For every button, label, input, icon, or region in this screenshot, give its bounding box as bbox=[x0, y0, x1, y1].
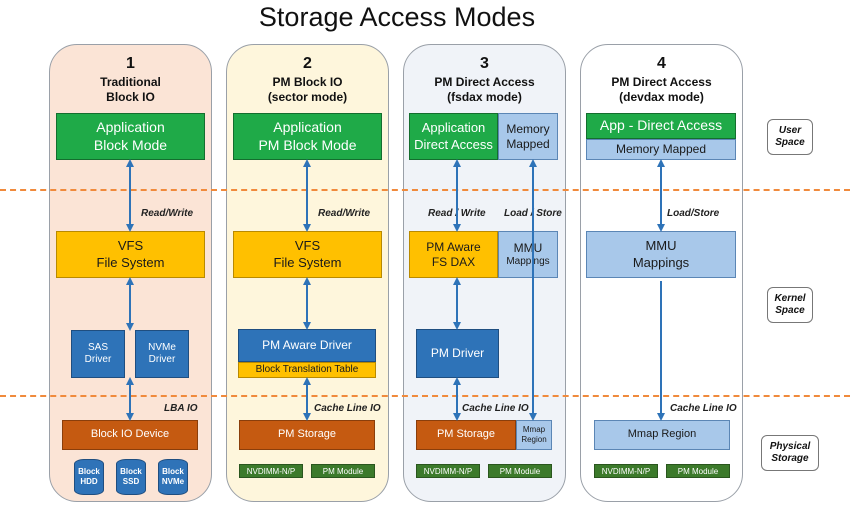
box-line: Application bbox=[421, 120, 486, 136]
box-line: FS DAX bbox=[431, 254, 476, 269]
mmap-region-box: Mmap Region bbox=[594, 420, 730, 450]
box-line: PM Aware bbox=[426, 239, 481, 254]
mmap-region-box: Mmap Region bbox=[516, 420, 552, 450]
column-subtitle-line1: Traditional bbox=[100, 75, 161, 89]
box-line: VFS bbox=[294, 238, 321, 254]
mmu-mappings-box: MMU Mappings bbox=[586, 231, 736, 278]
box-line: PM Storage bbox=[277, 428, 337, 441]
load-store-label: Load/Store bbox=[667, 208, 720, 219]
column-subtitle-line2: (sector mode) bbox=[267, 90, 348, 104]
side-line: Space bbox=[775, 137, 805, 148]
box-line: App - Direct Access bbox=[599, 117, 723, 134]
box-line: PM Aware Driver bbox=[262, 338, 352, 352]
column-subtitle-line2: (fsdax mode) bbox=[447, 90, 522, 104]
side-line: Kernel bbox=[774, 292, 806, 304]
memory-mapped-box: Memory Mapped bbox=[498, 113, 558, 160]
vfs-file-system-box: VFS File System bbox=[56, 231, 205, 278]
box-line: Application bbox=[96, 119, 165, 135]
box-line: Block Mode bbox=[93, 136, 168, 153]
mmu-mappings-box: MMU Mappings bbox=[498, 231, 558, 278]
column-number: 1 bbox=[126, 55, 135, 72]
column-number: 4 bbox=[657, 55, 666, 72]
box-line: PM Driver bbox=[430, 346, 485, 360]
user-kernel-divider bbox=[0, 189, 850, 191]
application-pm-block-mode-box: Application PM Block Mode bbox=[233, 113, 382, 160]
column-subtitle-line2: (devdax mode) bbox=[619, 90, 704, 104]
pm-module-chip: PM Module bbox=[488, 464, 552, 478]
box-line: MMU bbox=[645, 238, 677, 254]
box-line: PM Block Mode bbox=[258, 136, 357, 153]
box-line: NVMe bbox=[148, 341, 176, 353]
side-line: User bbox=[778, 124, 802, 136]
box-line: PM Storage bbox=[436, 428, 496, 441]
pm-module-chip: PM Module bbox=[666, 464, 730, 478]
box-line: Memory bbox=[506, 121, 550, 136]
box-line: Driver bbox=[148, 354, 176, 365]
column-subtitle-line1: PM Direct Access bbox=[434, 75, 535, 89]
diagram-title: Storage Access Modes bbox=[258, 2, 536, 32]
cyl-line: Block bbox=[120, 467, 142, 477]
kernel-physical-divider bbox=[0, 395, 850, 397]
box-line: Mmap Region bbox=[627, 428, 697, 441]
nvdimm-chip: NVDIMM-N/P bbox=[239, 464, 303, 478]
box-line: VFS bbox=[117, 238, 144, 254]
box-line: File System bbox=[273, 254, 342, 270]
column-subtitle-line1: PM Block IO bbox=[272, 75, 343, 89]
box-line: Mappings bbox=[506, 255, 550, 267]
cyl-line: Block bbox=[78, 467, 100, 477]
column-subtitle-line2: Block IO bbox=[106, 90, 155, 104]
cyl-line: HDD bbox=[80, 477, 98, 486]
cyl-line: SSD bbox=[122, 477, 140, 486]
column-number: 2 bbox=[303, 55, 312, 72]
side-line: Space bbox=[775, 305, 805, 316]
pm-storage-box: PM Storage bbox=[239, 420, 375, 450]
pm-storage-box: PM Storage bbox=[416, 420, 516, 450]
memory-mapped-box: Memory Mapped bbox=[586, 139, 736, 160]
cyl-line: NVMe bbox=[161, 477, 185, 486]
app-direct-access-box: App - Direct Access bbox=[586, 113, 736, 139]
cache-line-io-label: Cache Line IO bbox=[670, 403, 737, 414]
box-line: Mmap bbox=[522, 425, 546, 434]
box-line: Application bbox=[273, 119, 342, 135]
box-line: Mappings bbox=[632, 254, 690, 270]
nvdimm-chip: NVDIMM-N/P bbox=[594, 464, 658, 478]
read-write-label: Read/Write bbox=[318, 208, 371, 219]
box-line: File System bbox=[96, 254, 165, 270]
box-line: SAS bbox=[87, 341, 108, 353]
side-line: Physical bbox=[769, 440, 811, 452]
pm-module-chip: PM Module bbox=[311, 464, 375, 478]
read-write-label: Read/Write bbox=[141, 208, 194, 219]
box-line: Block IO Device bbox=[90, 428, 170, 441]
box-line: Direct Access bbox=[414, 136, 493, 152]
box-line: Region bbox=[521, 435, 547, 444]
cache-line-io-label: Cache Line IO bbox=[314, 403, 381, 414]
lba-io-label: LBA IO bbox=[164, 403, 198, 414]
side-line: Storage bbox=[771, 453, 809, 464]
application-block-mode-box: Application Block Mode bbox=[56, 113, 205, 160]
box-line: Driver bbox=[84, 354, 112, 365]
column-number: 3 bbox=[480, 55, 489, 72]
box-line: Mapped bbox=[506, 136, 550, 151]
column-subtitle-line1: PM Direct Access bbox=[611, 75, 712, 89]
box-line: Memory Mapped bbox=[615, 142, 707, 156]
nvdimm-chip: NVDIMM-N/P bbox=[416, 464, 480, 478]
sas-driver-box: SAS Driver bbox=[71, 330, 125, 378]
box-line: Block Translation Table bbox=[255, 363, 359, 375]
nvme-driver-box: NVMe Driver bbox=[135, 330, 189, 378]
cache-line-io-label: Cache Line IO bbox=[462, 403, 529, 414]
cyl-line: Block bbox=[162, 467, 184, 477]
